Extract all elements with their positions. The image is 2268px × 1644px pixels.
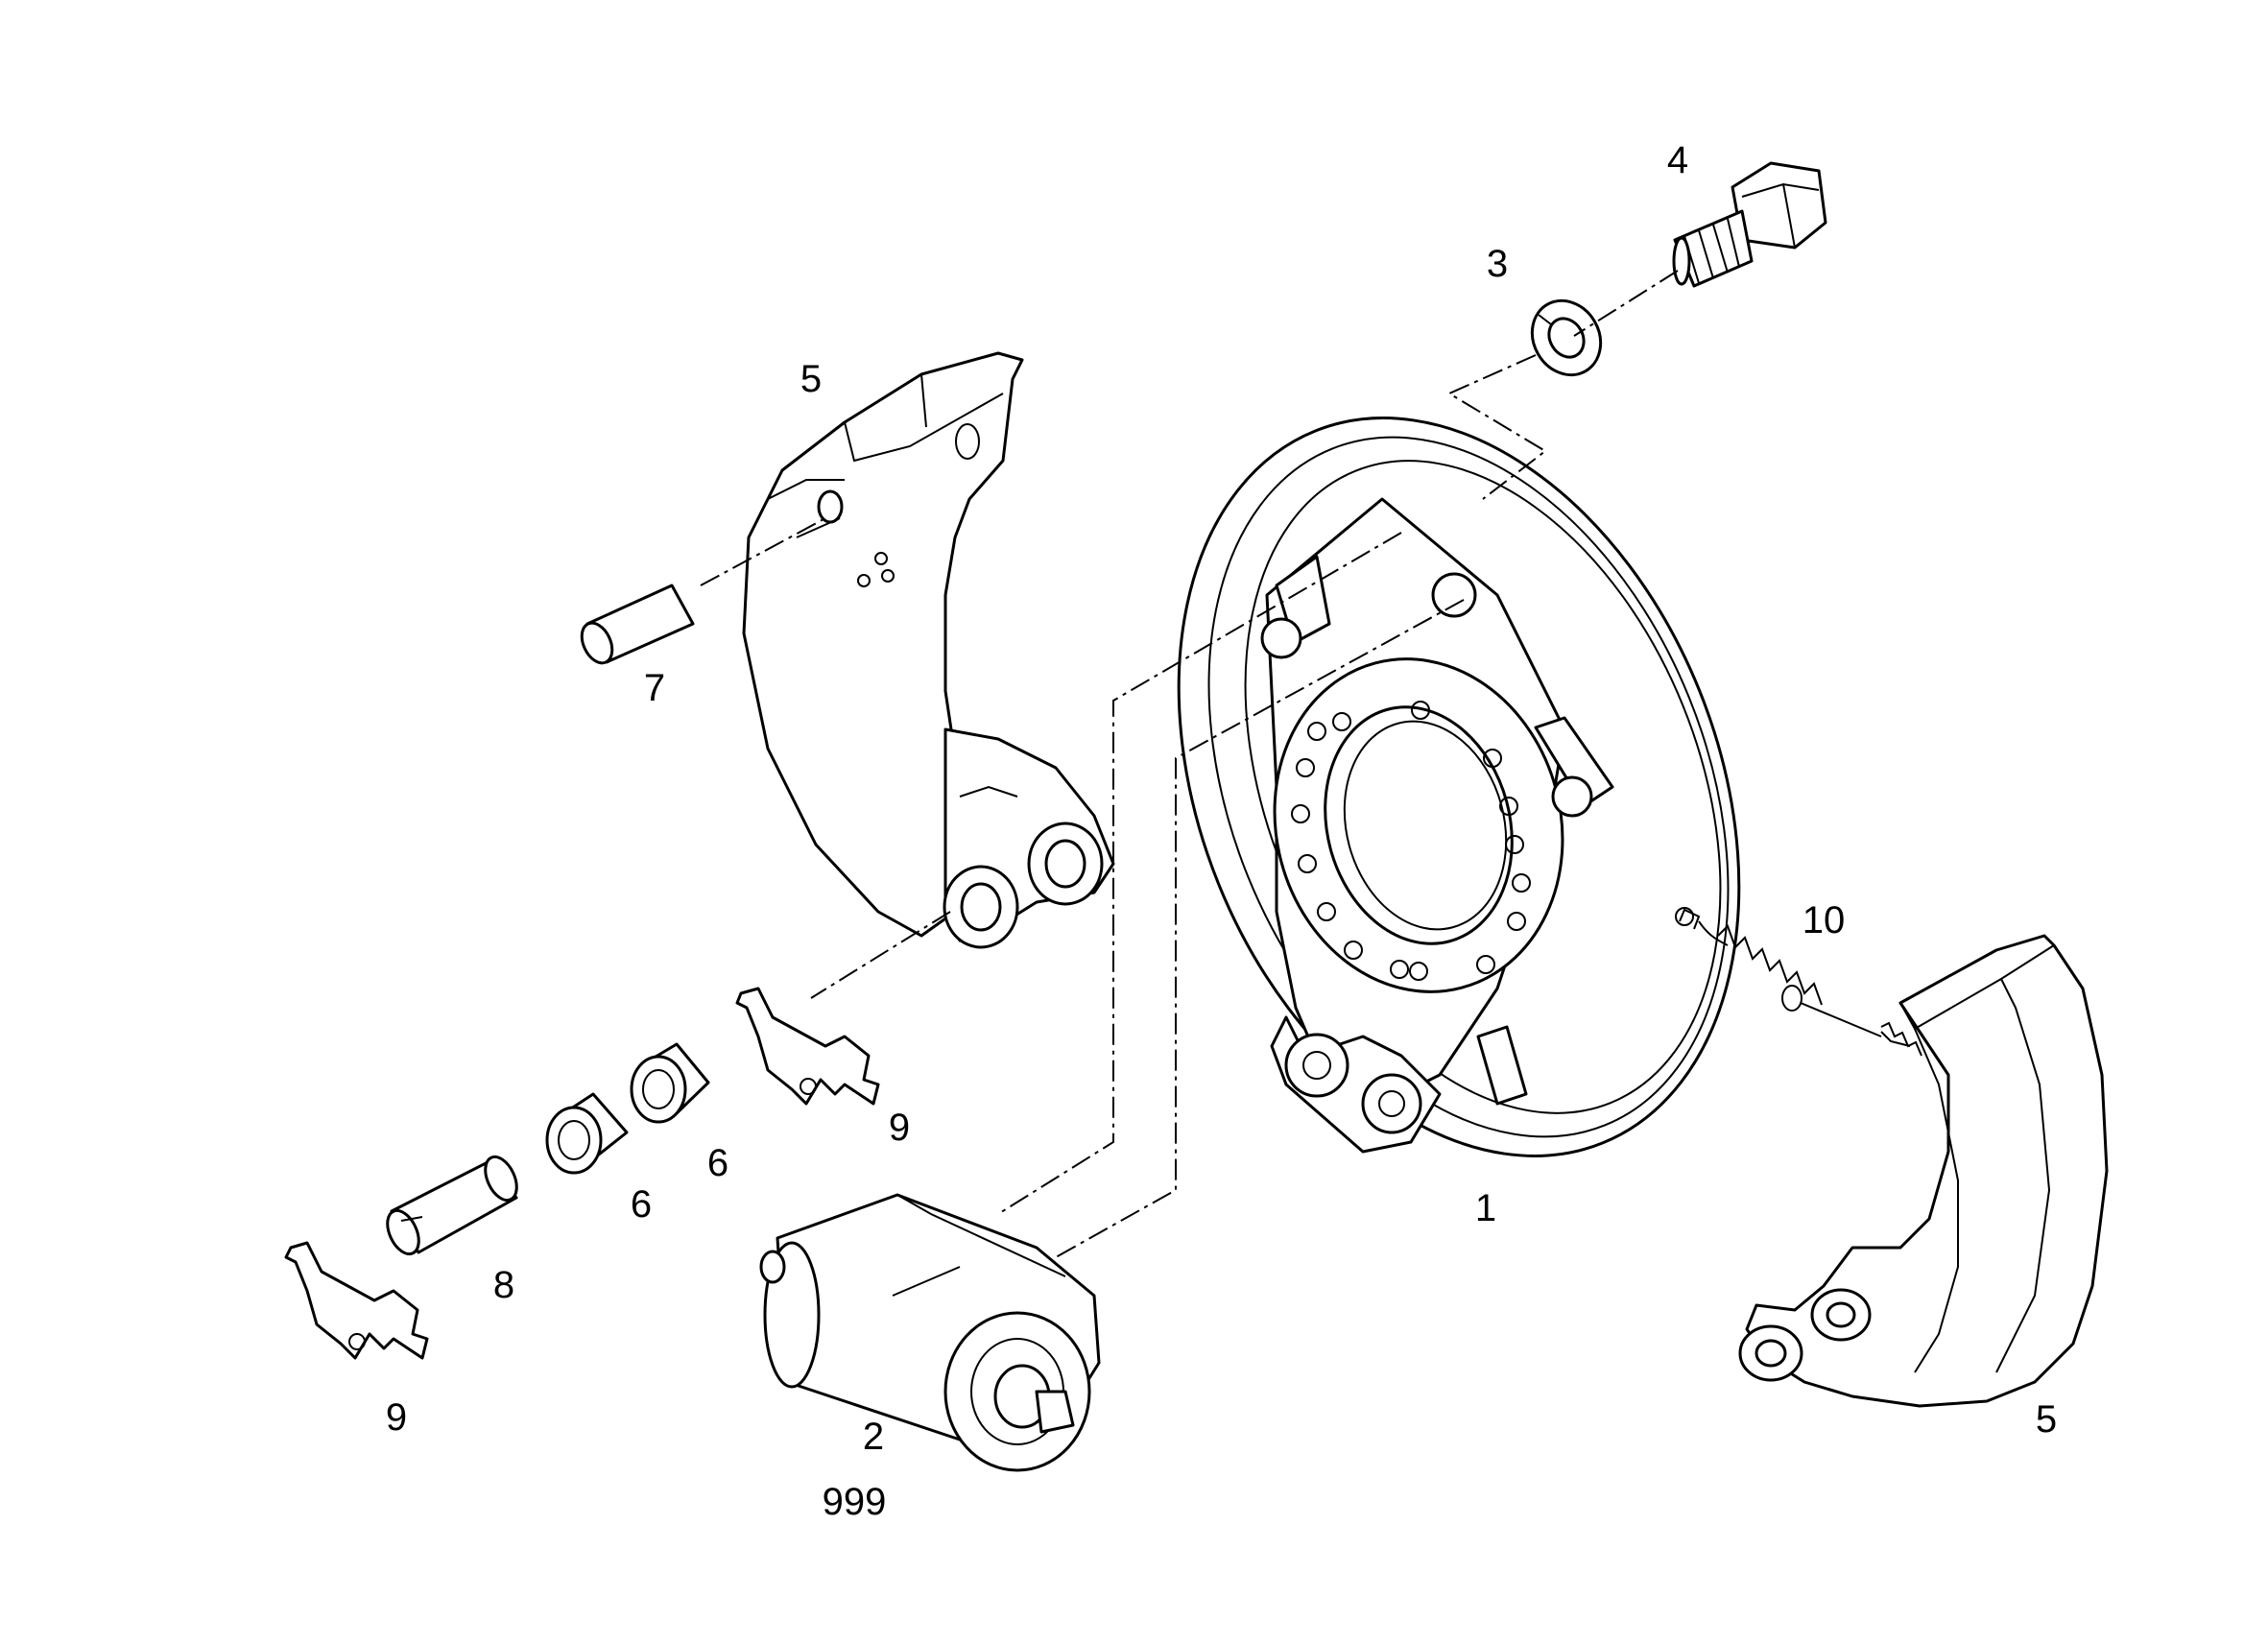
wheel-cylinder: [759, 1193, 1101, 1472]
label-wheel-cylinder-note: 999: [823, 1481, 887, 1523]
label-brake-shoe-lower: 5: [2036, 1398, 2057, 1441]
label-bolt: 4: [1667, 139, 1688, 181]
label-sleeve: 8: [493, 1264, 514, 1306]
spring: [1679, 908, 1882, 1037]
label-clip-a: 9: [889, 1107, 910, 1149]
clip-a: [735, 987, 880, 1106]
label-lock-washer: 3: [1487, 243, 1508, 285]
bolt: [1672, 161, 1827, 288]
label-wheel-cylinder: 2: [863, 1416, 884, 1458]
label-brake-shoe-upper: 5: [800, 358, 822, 400]
pin: [580, 584, 695, 665]
label-pin: 7: [644, 667, 665, 709]
sleeve: [386, 1155, 518, 1256]
clip-b: [284, 1241, 429, 1360]
label-bushing-a: 6: [631, 1183, 652, 1226]
lock-washer: [1530, 298, 1603, 377]
bushing-a: [545, 1092, 629, 1175]
label-bushing-b: 6: [707, 1142, 728, 1184]
label-spring: 10: [1802, 899, 1846, 941]
backing-plate: [1177, 417, 1741, 1157]
assembly-lines: [700, 270, 1679, 1258]
brake-shoe-upper: [742, 351, 1115, 949]
bushing-b: [630, 1042, 710, 1124]
label-clip-b: 9: [386, 1396, 407, 1439]
label-backing-plate: 1: [1475, 1187, 1496, 1229]
callout-labels: 1 2 999 3 4 5 5 6 6 7 8 9 9 10: [386, 139, 2057, 1523]
brake-shoe-lower: [1738, 934, 2109, 1408]
